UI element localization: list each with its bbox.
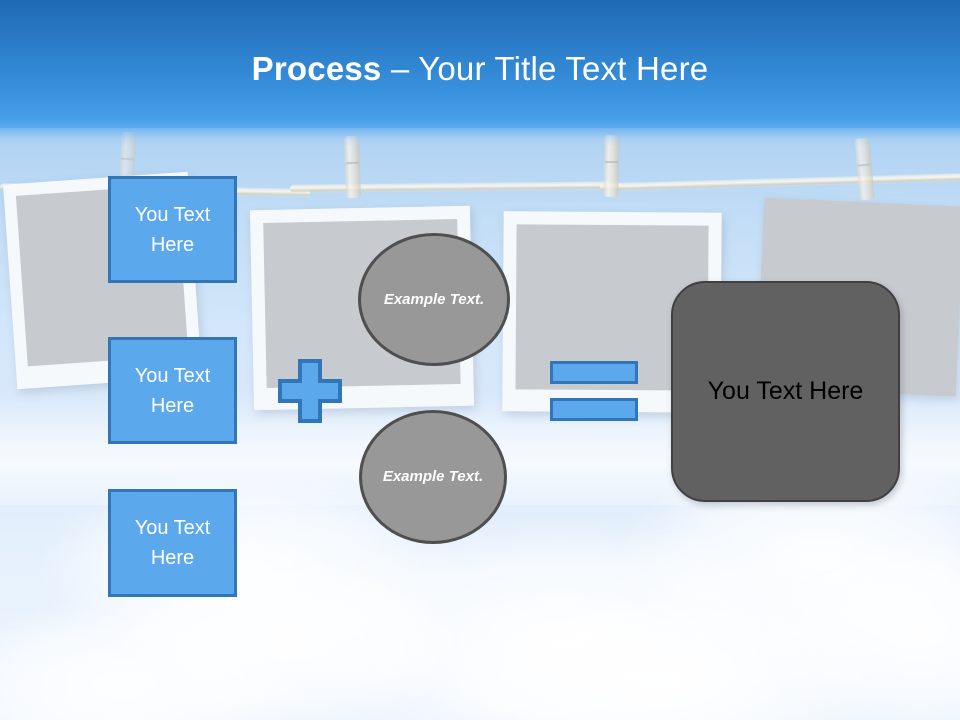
header-gradient-fade bbox=[0, 120, 960, 146]
example-circle-1-label: Example Text. bbox=[383, 290, 485, 308]
blue-text-box-1[interactable]: You Text Here bbox=[108, 176, 237, 283]
example-circle-1[interactable]: Example Text. bbox=[358, 233, 510, 366]
blue-text-box-3[interactable]: You Text Here bbox=[108, 489, 237, 597]
equals-bar-bottom bbox=[550, 398, 638, 421]
header-banner bbox=[0, 0, 960, 128]
plus-icon[interactable] bbox=[277, 358, 343, 424]
page-title-separator: – bbox=[381, 50, 419, 87]
example-circle-2[interactable]: Example Text. bbox=[359, 410, 507, 544]
result-card[interactable]: You Text Here bbox=[671, 281, 900, 502]
blue-text-box-2-label: You Text Here bbox=[134, 364, 211, 417]
blue-text-box-1-label: You Text Here bbox=[134, 203, 211, 256]
result-card-label: You Text Here bbox=[707, 377, 864, 405]
page-title-bold: Process bbox=[251, 50, 382, 87]
page-title: Process – Your Title Text Here bbox=[0, 50, 960, 88]
equals-icon[interactable] bbox=[550, 361, 638, 421]
blue-text-box-2[interactable]: You Text Here bbox=[108, 337, 237, 444]
equals-bar-top bbox=[550, 361, 638, 384]
example-circle-2-label: Example Text. bbox=[382, 468, 484, 486]
page-title-rest: Your Title Text Here bbox=[418, 50, 709, 87]
blue-text-box-3-label: You Text Here bbox=[134, 517, 211, 569]
